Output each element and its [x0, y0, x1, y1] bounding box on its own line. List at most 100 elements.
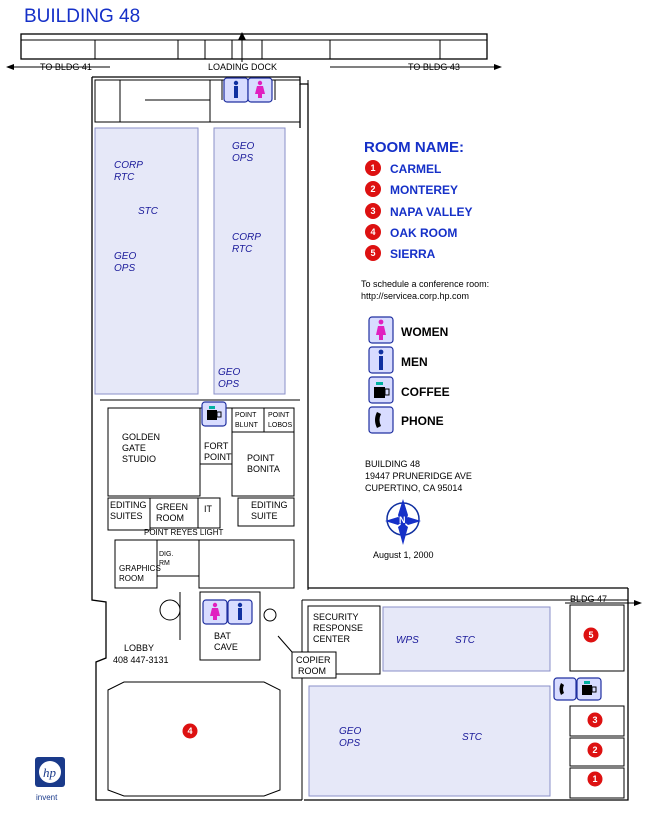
zone-geo-label: GEO [218, 367, 240, 378]
legend-women: WOMEN [368, 316, 448, 344]
zone-ops-label: OPS [114, 263, 135, 274]
address-line: BUILDING 48 [365, 459, 420, 469]
legend-men-label: MEN [401, 355, 428, 369]
lobby-area [159, 591, 277, 661]
to-bldg-41-label: TO BLDG 41 [40, 62, 92, 72]
legend-women-label: WOMEN [401, 325, 448, 339]
room-fort-point-label: POINT [204, 452, 232, 462]
room-point-blunt-label: BLUNT [235, 422, 259, 429]
legend-room-4: 4 OAK ROOM [365, 224, 457, 240]
room-bat-cave-label: BAT [214, 631, 231, 641]
zone-corp-label: CORP [232, 232, 261, 243]
zone-stc-label: STC [462, 732, 483, 743]
room-marker-3[interactable]: 3 [587, 712, 603, 728]
room-marker-4[interactable]: 4 [182, 723, 198, 739]
point-reyes-light-label: POINT REYES LIGHT [144, 528, 224, 537]
legend-room-name: NAPA VALLEY [390, 205, 472, 219]
building-outline [91, 76, 629, 801]
security-center [307, 605, 381, 675]
room-marker-number: 1 [592, 774, 597, 784]
room-green-room-label: GREEN [156, 502, 188, 512]
zone-rtc-label: RTC [114, 172, 135, 183]
phone-icon [553, 677, 577, 701]
room-marker-2[interactable]: 2 [587, 742, 603, 758]
room-point-bonita-label: POINT [247, 453, 275, 463]
arrow-to-bldg-41 [6, 64, 110, 70]
room-editing-suites-label: EDITING [110, 500, 147, 510]
legend-room-number: 2 [370, 184, 375, 194]
copier-label: COPIER [296, 655, 331, 665]
room-marker-number: 2 [592, 745, 597, 755]
zone-corp-label: CORP [114, 160, 143, 171]
legend-room-number: 3 [370, 206, 375, 216]
room-golden-gate-label: GOLDEN [122, 432, 160, 442]
map-date: August 1, 2000 [373, 550, 434, 560]
compass-north-label: N [399, 515, 406, 525]
loading-dock-label: LOADING DOCK [208, 62, 277, 72]
room-green-room-label: ROOM [156, 513, 184, 523]
women-restroom-icon [247, 77, 273, 103]
legend-coffee-label: COFFEE [401, 385, 450, 399]
legend-room-number: 5 [370, 248, 375, 258]
zone-south-east-upper [382, 606, 551, 672]
phone-icon [368, 406, 394, 434]
legend-room-number: 1 [370, 163, 375, 173]
room-dig-rm-label: DIG. [159, 551, 173, 558]
room-point-blunt-label: POINT [235, 412, 257, 419]
address-line: 19447 PRUNERIDGE AVE [365, 471, 472, 481]
room-dig-rm-label: RM [159, 560, 170, 567]
room-graphics-label: ROOM [119, 574, 144, 583]
room-editing-suite-label: SUITE [251, 511, 278, 521]
room-marker-number: 5 [588, 630, 593, 640]
men-restroom-icon [227, 599, 253, 625]
security-label: SECURITY [313, 612, 359, 622]
room-point-lobos-label: LOBOS [268, 422, 292, 429]
room-marker-5[interactable]: 5 [583, 627, 599, 643]
security-label: RESPONSE [313, 623, 363, 633]
legend-room-name: MONTEREY [390, 183, 458, 197]
legend-phone-label: PHONE [401, 414, 444, 428]
zone-center-open [213, 127, 286, 395]
east-rooms [569, 604, 625, 799]
schedule-url-link[interactable]: http://servicea.corp.hp.com [361, 291, 469, 301]
to-bldg-43-label: TO BLDG 43 [408, 62, 460, 72]
zone-west-open [94, 127, 199, 395]
legend-room-5: 5 SIERRA [365, 245, 436, 261]
room-editing-suite-label: EDITING [251, 500, 288, 510]
legend-phone: PHONE [368, 406, 444, 434]
zone-ops-label: OPS [218, 379, 239, 390]
room-bat-cave-label: CAVE [214, 642, 238, 652]
zone-ops-label: OPS [339, 738, 360, 749]
women-restroom-icon [202, 599, 228, 625]
bldg-47-label: BLDG 47 [570, 594, 607, 604]
legend-heading: ROOM NAME: [364, 139, 464, 156]
legend-room-number: 4 [370, 227, 375, 237]
legend-men: MEN [368, 346, 428, 374]
legend-room-name: SIERRA [390, 247, 436, 261]
hp-logo-word: invent [36, 793, 58, 802]
arrow-to-bldg-47 [565, 600, 642, 606]
room-graphics-label: GRAPHICS [119, 564, 161, 573]
lobby-label: LOBBY [124, 643, 154, 653]
coffee-icon [576, 677, 602, 701]
room-fort-point-label: FORT [204, 441, 229, 451]
room-point-bonita-label: BONITA [247, 464, 280, 474]
address-line: CUPERTINO, CA 95014 [365, 483, 462, 493]
room-marker-number: 4 [187, 726, 192, 736]
zone-south-east-lower [308, 685, 551, 797]
zone-stc-label: STC [138, 206, 159, 217]
schedule-text: To schedule a conference room: [361, 279, 489, 289]
legend-room-3: 3 NAPA VALLEY [365, 203, 472, 219]
zone-geo-label: GEO [114, 251, 136, 262]
copier-label: ROOM [298, 666, 326, 676]
room-golden-gate-label: GATE [122, 443, 146, 453]
room-editing-suites-label: SUITES [110, 511, 143, 521]
men-restroom-icon [223, 77, 249, 103]
room-marker-1[interactable]: 1 [587, 771, 603, 787]
middle-rooms [100, 399, 300, 589]
hp-logo-mark: hp [43, 765, 57, 780]
zone-geo-label: GEO [232, 141, 254, 152]
zone-ops-label: OPS [232, 153, 253, 164]
zone-wps-label: WPS [396, 635, 419, 646]
